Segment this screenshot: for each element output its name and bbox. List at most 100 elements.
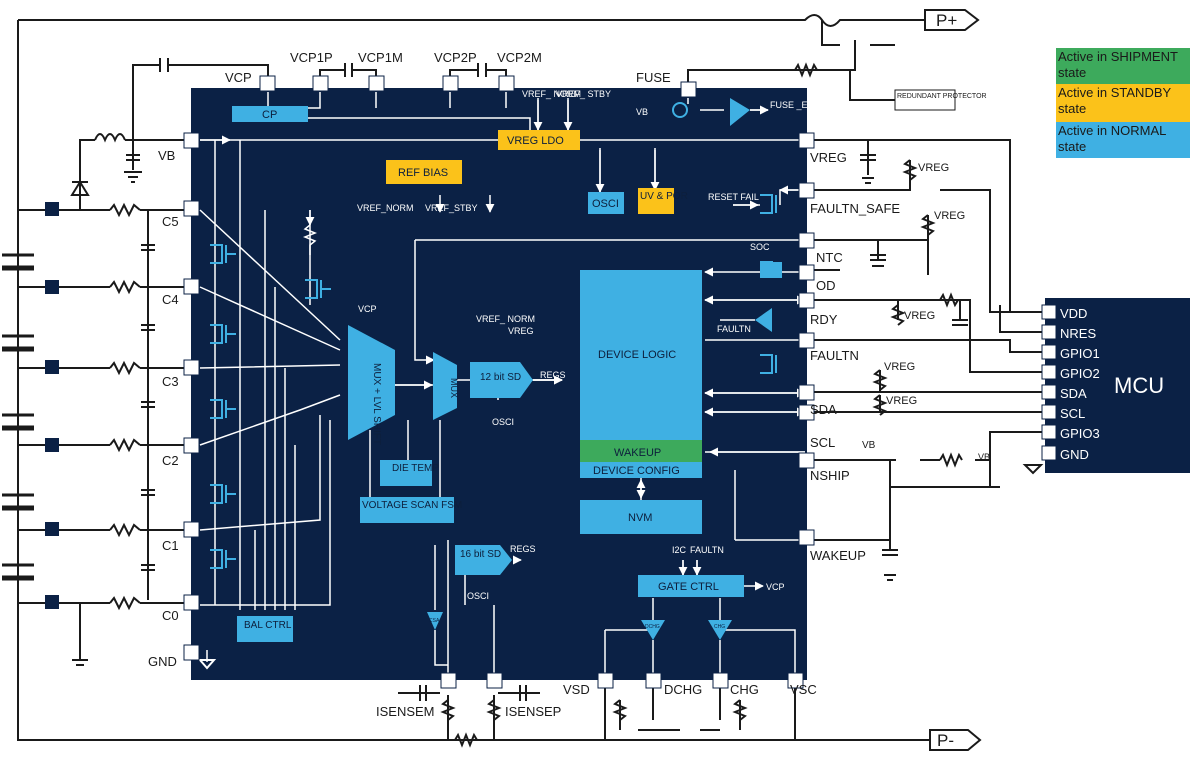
pin-vcp1m: VCP1M (358, 50, 403, 65)
ext-vreg-3: VREG (904, 310, 935, 322)
fuse-amp (730, 98, 750, 126)
pin-c1: C1 (162, 538, 179, 553)
adc12-label: 12 bit SD (480, 372, 521, 383)
pin-nship: NSHIP (810, 468, 850, 483)
pin-vsc: VSC (790, 682, 817, 697)
csa-amp-label: CSA (429, 618, 440, 624)
redundant-protector-box (894, 89, 956, 111)
ref-bias-block (386, 160, 462, 184)
p-plus-label: P+ (936, 11, 957, 30)
pin-vcp1p: VCP1P (290, 50, 333, 65)
wakeup-label: WAKEUP (614, 447, 661, 459)
int-vcp-gate: VCP (766, 582, 785, 592)
adc16-label: 16 bit SD (460, 549, 501, 560)
die-temp-block (380, 460, 432, 486)
adc16-block (455, 545, 512, 575)
voltage-scan-block (360, 497, 454, 523)
mcu-pin-sda: SDA (1060, 386, 1087, 401)
device-logic-block (580, 270, 702, 440)
pin-faultn-safe: FAULTN_SAFE (810, 201, 900, 216)
external-wiring (17, 14, 1045, 741)
pin-isensem: ISENSEM (376, 704, 435, 719)
pin-chg: CHG (730, 682, 759, 697)
pin-ntc: NTC (816, 250, 843, 265)
dchg-amp (641, 620, 665, 640)
internal-arrows (200, 100, 806, 662)
pin-c3: C3 (162, 374, 179, 389)
battery-cells (2, 253, 34, 581)
cp-label: CP (262, 109, 277, 121)
gate-ctrl-label: GATE CTRL (658, 581, 719, 593)
internal-resistor (302, 224, 318, 255)
mcu-pins (1041, 304, 1057, 461)
nvm-block (580, 500, 702, 534)
uv-por-label: UV & POR (640, 191, 688, 202)
int-fuse-ext: FUSE _EXT (770, 100, 820, 110)
pin-wakeup: WAKEUP (810, 548, 866, 563)
pin-c0: C0 (162, 608, 179, 623)
pin-dchg: DCHG (664, 682, 702, 697)
int-regs-12: REGS (540, 370, 566, 380)
ext-vreg-1: VREG (918, 162, 949, 174)
chg-amp (708, 620, 732, 640)
mcu-title: MCU (1114, 373, 1164, 398)
mux-block (433, 352, 457, 420)
bal-ctrl-block (237, 616, 293, 642)
dchg-amp-label: DCHG (645, 624, 660, 630)
int-vref-norm-top: VREF_ NORM (522, 89, 581, 99)
pin-c4: C4 (162, 292, 179, 307)
voltage-scan-label: VOLTAGE SCAN FSM (362, 500, 462, 511)
int-i2c: I2C (672, 545, 687, 555)
pin-vcp2m: VCP2M (497, 50, 542, 65)
pin-c5: C5 (162, 214, 179, 229)
int-reset-fail: RESET FAIL (708, 192, 759, 202)
chg-amp-label: CHG (714, 624, 725, 630)
csa-amp (427, 612, 443, 630)
vreg-ldo-label: VREG LDO (507, 135, 564, 147)
p-minus-label: P- (937, 731, 954, 750)
legend-normal: Active in NORMAL state (1056, 122, 1190, 158)
int-regs-16: REGS (510, 544, 536, 554)
mcu-pin-scl: SCL (1060, 406, 1085, 421)
ext-vb-switch: VB (862, 440, 876, 451)
die-pins (183, 75, 815, 689)
pin-c2: C2 (162, 453, 179, 468)
pin-isensep: ISENSEP (505, 704, 561, 719)
mcu-box (1045, 298, 1190, 473)
device-config-block (580, 462, 702, 478)
ext-vb-res: VB (978, 452, 990, 462)
mcu-pin-gpio2: GPIO2 (1060, 366, 1100, 381)
wakeup-block (580, 440, 702, 462)
pin-faultn: FAULTN (810, 348, 859, 363)
pin-sda: SDA (810, 402, 837, 417)
ext-vreg-2: VREG (934, 210, 965, 222)
pin-fuse: FUSE (636, 70, 671, 85)
int-vcp-mux: VCP (358, 304, 377, 314)
osci-label: OSCI (592, 198, 619, 210)
p-minus-terminal: P- (929, 729, 982, 751)
device-logic-label: DEVICE LOGIC (598, 349, 676, 361)
soc-switch (760, 262, 782, 278)
vreg-ldo-block (498, 130, 580, 150)
ext-vreg-5: VREG (886, 395, 917, 407)
uv-por-block (638, 188, 674, 214)
int-osci-12: OSCI (492, 417, 514, 427)
int-faultn: FAULTN (717, 324, 751, 334)
ext-capacitors (72, 58, 1044, 701)
int-vref-stby-out: VREF_STBY (425, 203, 478, 213)
int-faultn-gate: FAULTN (690, 545, 724, 555)
vb-diode (70, 180, 90, 196)
mcu-pin-vdd: VDD (1060, 306, 1087, 321)
legend-shipment: Active in SHIPMENT state (1056, 48, 1190, 84)
int-vb-in: VB (636, 107, 648, 117)
pin-vb: VB (158, 148, 175, 163)
int-vref-norm-out: VREF_NORM (357, 203, 414, 213)
pin-vcp2p: VCP2P (434, 50, 477, 65)
pin-gnd: GND (148, 654, 177, 669)
adc12-block (470, 362, 533, 398)
ext-vreg-4: VREG (884, 361, 915, 373)
int-osci-16: OSCI (467, 591, 489, 601)
pin-vsd: VSD (563, 682, 590, 697)
bal-ctrl-label: BAL CTRL (244, 620, 292, 631)
